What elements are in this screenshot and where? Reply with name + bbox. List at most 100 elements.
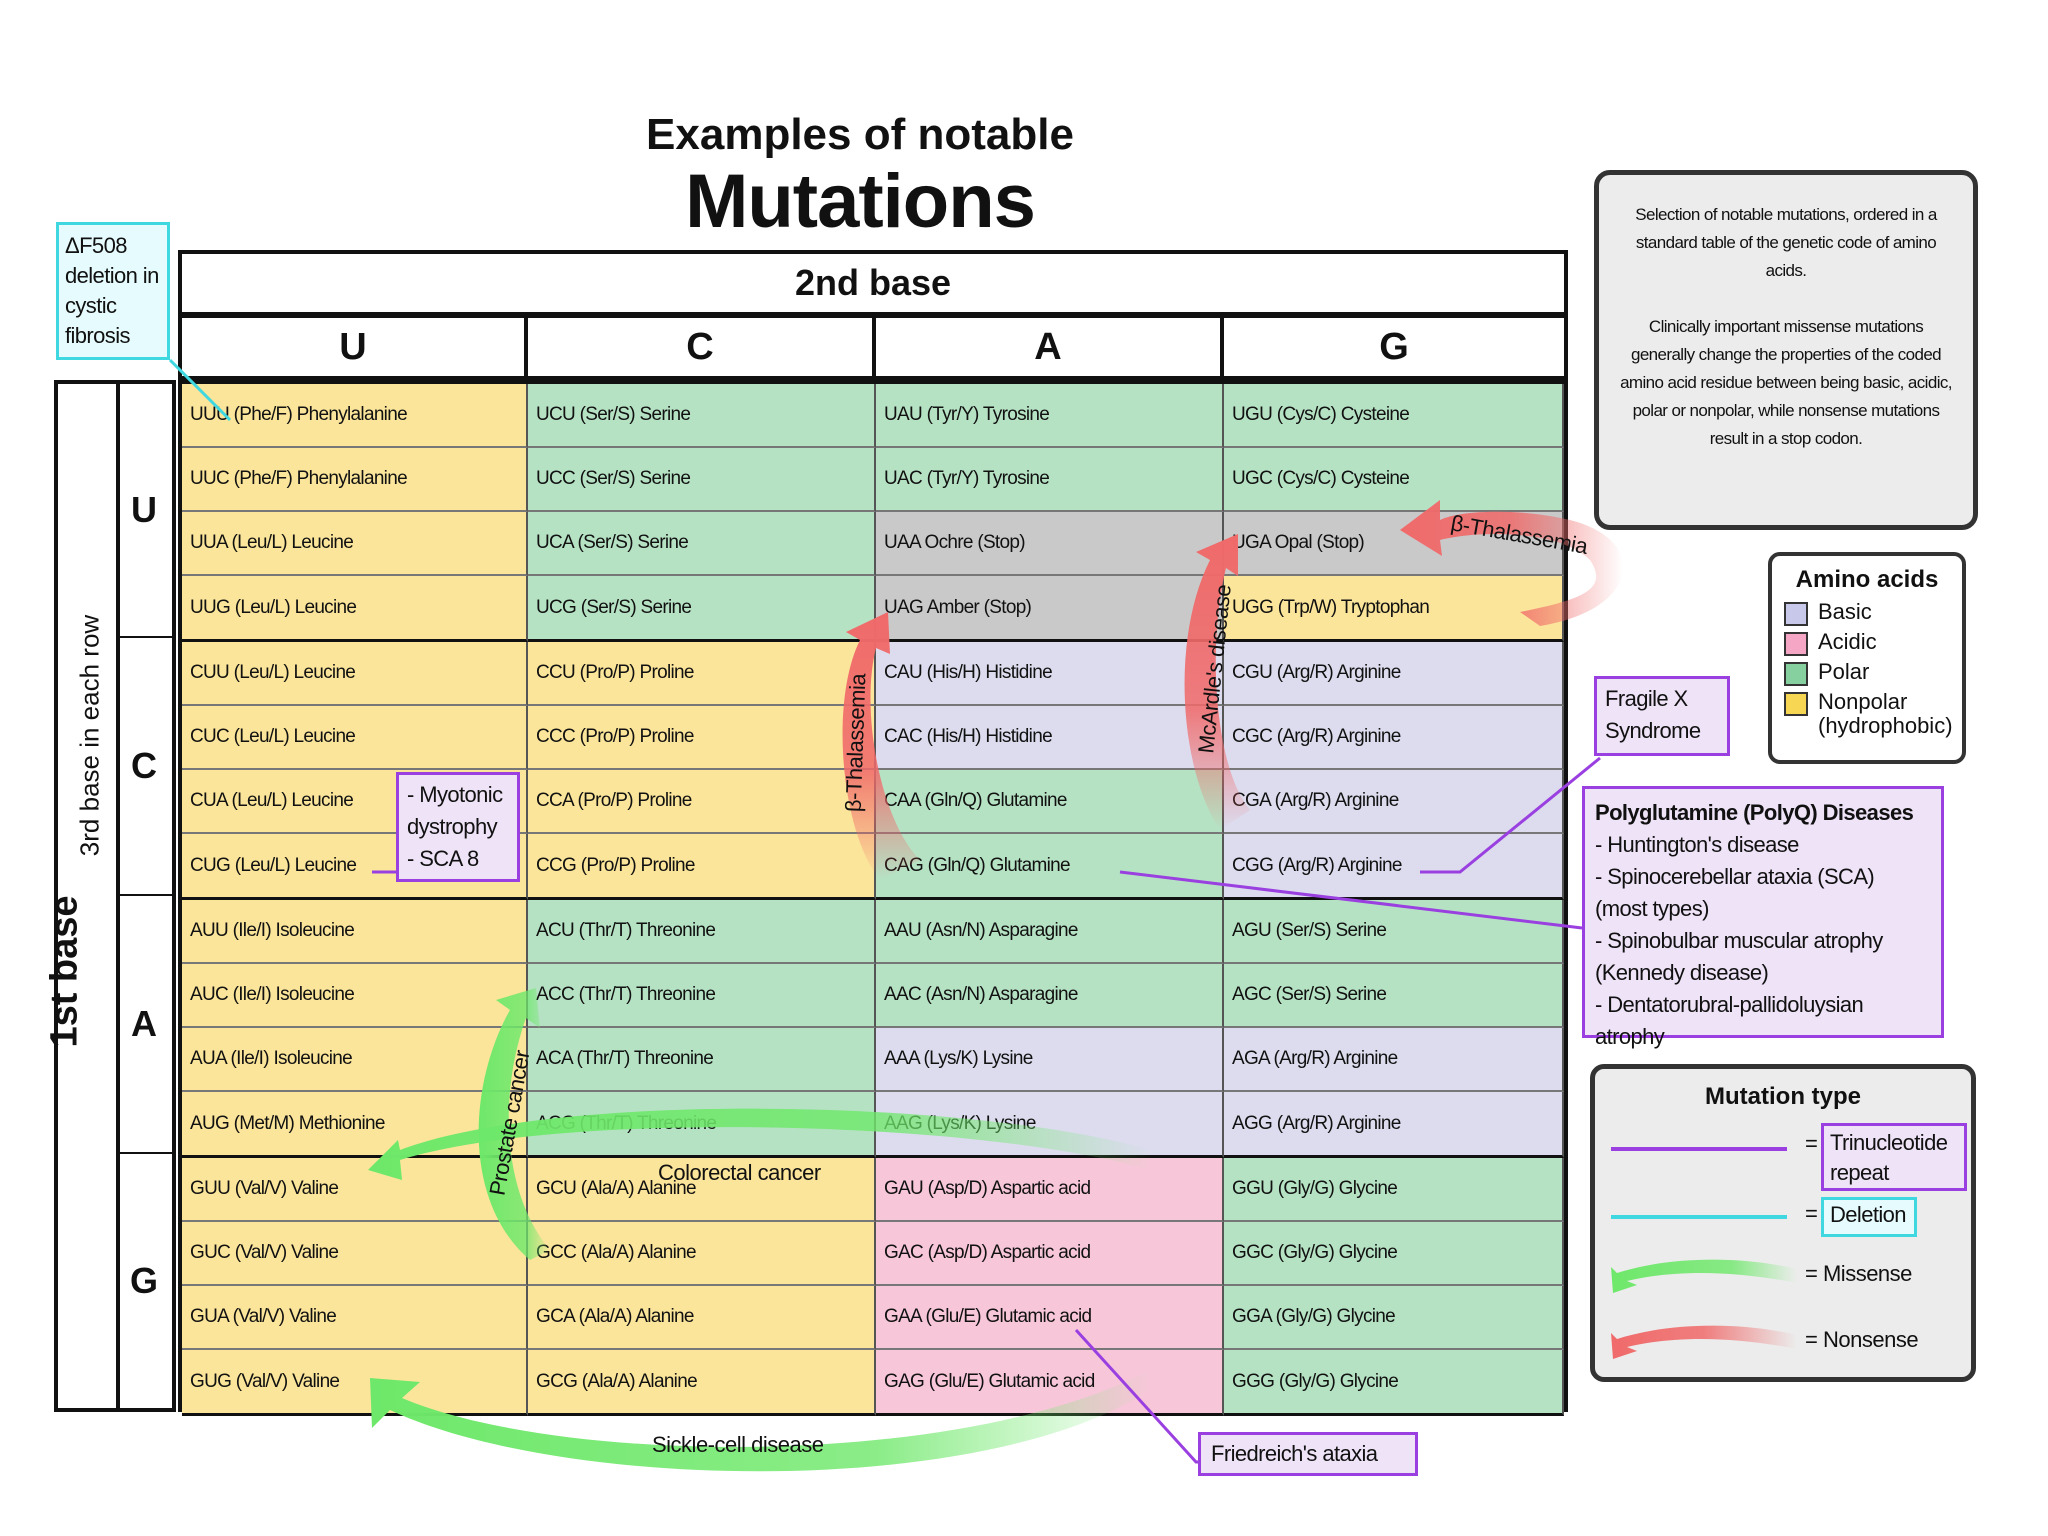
swatch-polar	[1784, 662, 1808, 686]
info-paragraph-2: Clinically important missense mutations …	[1620, 317, 1952, 448]
legend-item-nonpolar: Nonpolar (hydrophobic)	[1784, 689, 1953, 738]
col-header-a: A	[872, 314, 1224, 380]
codon-cell: CGU (Arg/R) Arginine	[1224, 642, 1564, 706]
swatch-nonpolar	[1784, 692, 1808, 716]
eq-sign: =	[1805, 1131, 1818, 1156]
codon-cell: CAU (His/H) Histidine	[876, 642, 1224, 706]
first-base-column	[54, 380, 120, 1412]
missense-swatch	[1611, 1259, 1797, 1293]
codon-cell: AGC (Ser/S) Serine	[1224, 964, 1564, 1028]
deletion-line	[1611, 1215, 1787, 1219]
codon-cell: AGG (Arg/R) Arginine	[1224, 1092, 1564, 1158]
codon-cell: CCA (Pro/P) Proline	[528, 770, 876, 834]
row-header-c: C	[116, 638, 176, 896]
codon-cell: GAU (Asp/D) Aspartic acid	[876, 1158, 1224, 1222]
codon-cell: ACU (Thr/T) Threonine	[528, 900, 876, 964]
df508-callout: ΔF508 deletion in cystic fibrosis	[56, 222, 170, 360]
codon-cell: ACC (Thr/T) Threonine	[528, 964, 876, 1028]
codon-cell: CUU (Leu/L) Leucine	[182, 642, 528, 706]
polyq-item: - Spinocerebellar ataxia (SCA) (most typ…	[1595, 864, 1875, 921]
info-box: Selection of notable mutations, ordered …	[1594, 170, 1978, 530]
polyq-item: - Dentatorubral-pallidoluysian atrophy	[1595, 992, 1864, 1049]
codon-cell: UUG (Leu/L) Leucine	[182, 576, 528, 642]
deletion-label: Deletion	[1821, 1197, 1917, 1237]
polyq-callout: Polyglutamine (PolyQ) Diseases - Hunting…	[1582, 786, 1944, 1049]
col-header-c: C	[524, 314, 876, 380]
missense-nonsense-swatches	[1611, 1259, 1797, 1359]
info-paragraph-1: Selection of notable mutations, ordered …	[1635, 205, 1937, 280]
eq-sign: =	[1805, 1201, 1818, 1226]
codon-cell: UUU (Phe/F) Phenylalanine	[182, 384, 528, 448]
trinucleotide-line	[1611, 1147, 1787, 1151]
mutation-type-title: Mutation type	[1705, 1083, 1861, 1110]
codon-cell: GCA (Ala/A) Alanine	[528, 1286, 876, 1350]
codon-cell: AGA (Arg/R) Arginine	[1224, 1028, 1564, 1092]
codon-cell: AAU (Asn/N) Asparagine	[876, 900, 1224, 964]
mutation-type-legend: Mutation type = Trinucleotide repeat = D…	[1590, 1064, 1976, 1382]
polyq-item: - Spinobulbar muscular atrophy (Kennedy …	[1595, 928, 1883, 985]
codon-cell: GCG (Ala/A) Alanine	[528, 1350, 876, 1416]
codon-cell: GAA (Glu/E) Glutamic acid	[876, 1286, 1224, 1350]
polyq-title: Polyglutamine (PolyQ) Diseases	[1595, 800, 1914, 825]
codon-cell: UUA (Leu/L) Leucine	[182, 512, 528, 576]
codon-cell: GGG (Gly/G) Glycine	[1224, 1350, 1564, 1416]
sickle-cell-label: Sickle-cell disease	[652, 1432, 824, 1457]
beta-thalassemia-arrow-1	[842, 612, 920, 880]
codon-cell: GAC (Asp/D) Aspartic acid	[876, 1222, 1224, 1286]
row-header-g: G	[116, 1154, 176, 1412]
codon-cell: UGC (Cys/C) Cysteine	[1224, 448, 1564, 512]
legend-item-acidic: Acidic	[1784, 630, 1950, 656]
codon-cell: CAA (Gln/Q) Glutamine	[876, 770, 1224, 834]
codon-cell: CGG (Arg/R) Arginine	[1224, 834, 1564, 900]
codon-cell: UCA (Ser/S) Serine	[528, 512, 876, 576]
codon-cell: GAG (Glu/E) Glutamic acid	[876, 1350, 1224, 1416]
codon-cell: AGU (Ser/S) Serine	[1224, 900, 1564, 964]
beta-thalassemia-arrow-2	[1400, 500, 1624, 626]
codon-cell: UAU (Tyr/Y) Tyrosine	[876, 384, 1224, 448]
prostate-arrow	[478, 988, 550, 1260]
codon-cell: UAC (Tyr/Y) Tyrosine	[876, 448, 1224, 512]
nonsense-swatch	[1611, 1325, 1797, 1359]
codon-cell: AAA (Lys/K) Lysine	[876, 1028, 1224, 1092]
codon-cell: UGU (Cys/C) Cysteine	[1224, 384, 1564, 448]
codon-cell: UUC (Phe/F) Phenylalanine	[182, 448, 528, 512]
colorectal-arrow	[368, 1108, 1150, 1180]
legend-label: Nonpolar (hydrophobic)	[1818, 689, 1953, 738]
codon-cell: GUC (Val/V) Valine	[182, 1222, 528, 1286]
legend-label: Acidic	[1818, 629, 1877, 654]
legend-label: Basic	[1818, 599, 1872, 624]
title-line2: Mutations	[685, 159, 1036, 244]
codon-cell: UAA Ochre (Stop)	[876, 512, 1224, 576]
codon-cell: CCU (Pro/P) Proline	[528, 642, 876, 706]
friedreich-callout: Friedreich's ataxia	[1198, 1432, 1418, 1476]
codon-cell: AAC (Asn/N) Asparagine	[876, 964, 1224, 1028]
col-header-u: U	[178, 314, 528, 380]
missense-label: = Missense	[1805, 1261, 1912, 1286]
row-header-a: A	[116, 896, 176, 1154]
codon-cell: GGU (Gly/G) Glycine	[1224, 1158, 1564, 1222]
legend-label: Polar	[1818, 659, 1870, 684]
codon-cell: UGG (Trp/W) Tryptophan	[1224, 576, 1564, 642]
codon-cell: CCC (Pro/P) Proline	[528, 706, 876, 770]
legend-item-polar: Polar	[1784, 660, 1950, 686]
codon-cell: CGA (Arg/R) Arginine	[1224, 770, 1564, 834]
codon-cell: ACA (Thr/T) Threonine	[528, 1028, 876, 1092]
colorectal-cancer-label: Colorectal cancer	[658, 1160, 821, 1185]
codon-cell: GCU (Ala/A) Alanine	[528, 1158, 876, 1222]
codon-cell: UCU (Ser/S) Serine	[528, 384, 876, 448]
codon-cell: GUU (Val/V) Valine	[182, 1158, 528, 1222]
codon-cell: UAG Amber (Stop)	[876, 576, 1224, 642]
polyq-item: - Huntington's disease	[1595, 832, 1799, 857]
row-header-u: U	[116, 380, 176, 638]
codon-cell: CAC (His/H) Histidine	[876, 706, 1224, 770]
title-line1: Examples of notable	[646, 110, 1074, 159]
trinucleotide-label: Trinucleotide repeat	[1821, 1123, 1967, 1191]
codon-cell: GUA (Val/V) Valine	[182, 1286, 528, 1350]
swatch-basic	[1784, 602, 1808, 626]
legend-item-basic: Basic	[1784, 600, 1950, 626]
myotonic-callout: - Myotonic dystrophy - SCA 8	[396, 772, 520, 882]
codon-cell: UCG (Ser/S) Serine	[528, 576, 876, 642]
legend-title: Amino acids	[1795, 566, 1939, 593]
